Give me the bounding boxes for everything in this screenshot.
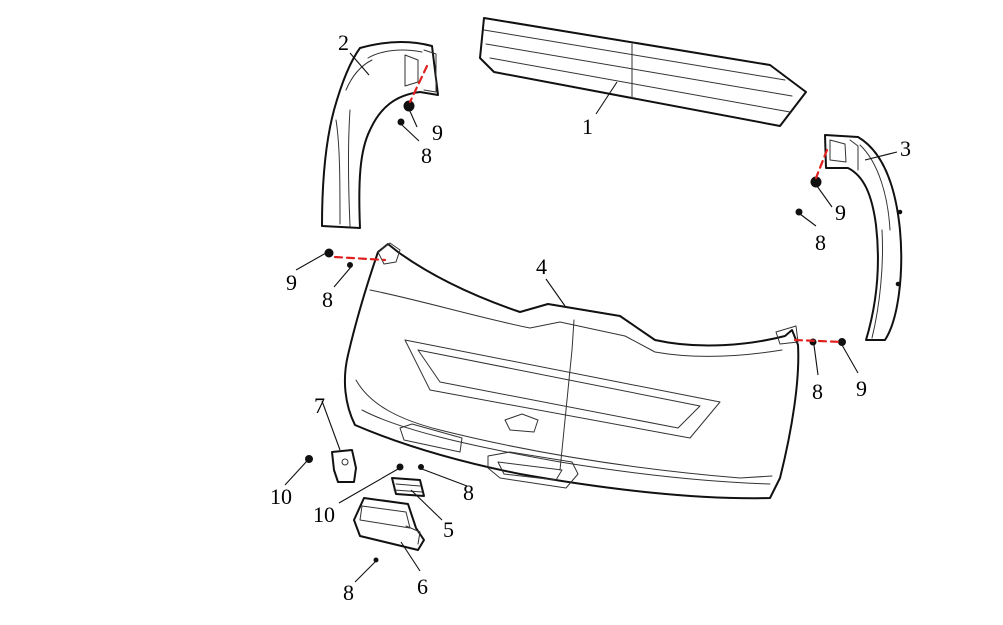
assembly-dashed-links bbox=[333, 64, 844, 344]
callout-8-right-top: 8 bbox=[815, 230, 826, 255]
dash-link-left-middle bbox=[333, 255, 387, 262]
callout-8-middle: 8 bbox=[463, 480, 474, 505]
part-1-upper-trim-strip bbox=[479, 17, 807, 127]
callout-4: 4 bbox=[536, 254, 547, 279]
part-3-right-pillar-trim bbox=[824, 134, 903, 341]
callout-3: 3 bbox=[900, 136, 911, 161]
callout-7: 7 bbox=[314, 393, 325, 418]
dash-link-left-top bbox=[408, 64, 429, 104]
callout-8-bottom: 8 bbox=[343, 580, 354, 605]
callout-9-left-top: 9 bbox=[432, 120, 443, 145]
part-10-fasteners bbox=[305, 455, 404, 471]
callout-9-right-middle: 9 bbox=[856, 376, 867, 401]
part-6-handle-housing bbox=[353, 497, 425, 551]
callout-10-middle: 10 bbox=[313, 502, 335, 527]
part-5-switch-cover bbox=[391, 477, 425, 497]
callout-8-right-middle: 8 bbox=[812, 379, 823, 404]
leader-lines bbox=[284, 52, 898, 583]
part-2-left-pillar-trim bbox=[321, 41, 439, 229]
part-7-bracket bbox=[331, 449, 357, 483]
callout-numbers: 1 2 3 4 9 8 9 8 9 8 8 9 7 10 10 8 5 6 8 bbox=[270, 30, 911, 605]
part-8-9-clips bbox=[324, 100, 846, 563]
dash-link-right-top bbox=[814, 148, 829, 180]
callout-8-left-middle: 8 bbox=[322, 287, 333, 312]
callout-1: 1 bbox=[582, 114, 593, 139]
callout-9-right-top: 9 bbox=[835, 200, 846, 225]
callout-9-left-middle: 9 bbox=[286, 270, 297, 295]
callout-6: 6 bbox=[417, 574, 428, 599]
callout-2: 2 bbox=[338, 30, 349, 55]
callout-10-left: 10 bbox=[270, 484, 292, 509]
part-4-main-trim-panel bbox=[343, 242, 800, 500]
callout-5: 5 bbox=[443, 517, 454, 542]
callout-8-left-top: 8 bbox=[421, 143, 432, 168]
dash-link-right-middle bbox=[793, 338, 844, 344]
